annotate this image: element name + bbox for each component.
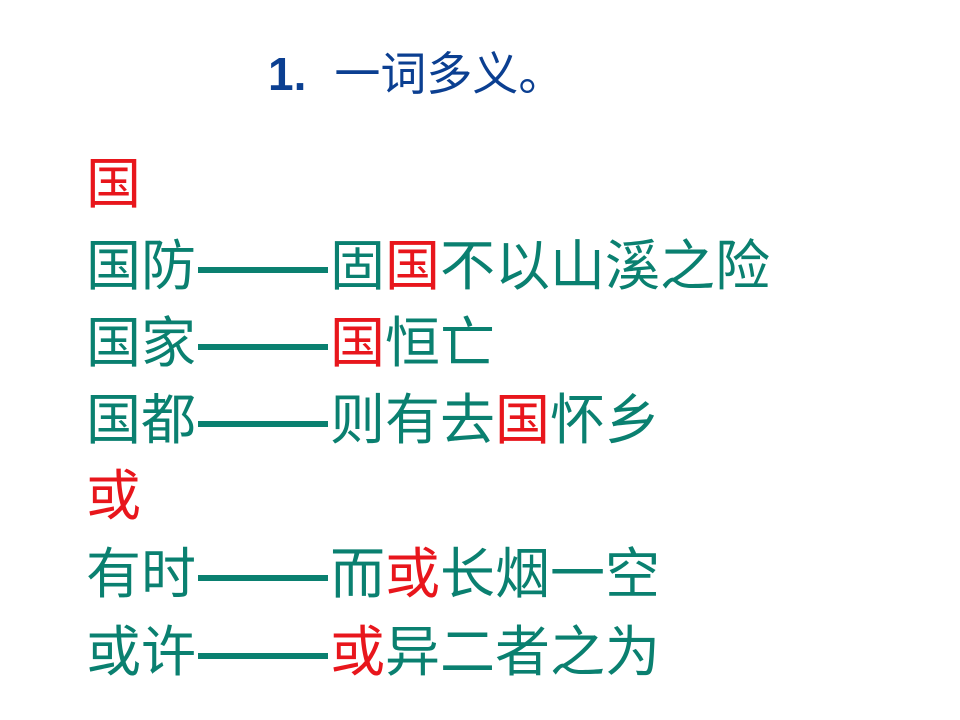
dash-separator [198, 266, 329, 273]
meaning-row: 有时 而或长烟一空 [86, 542, 660, 606]
meaning-label: 国防 [86, 234, 197, 298]
title-text: 一词多义。 [334, 47, 565, 101]
dash-separator [198, 652, 329, 659]
dash-separator [198, 574, 329, 581]
meaning-label: 国都 [86, 388, 197, 452]
slide-title: 1. 一词多义。 [268, 44, 564, 104]
example-post: 不以山溪之险 [440, 234, 771, 298]
dash-separator [198, 420, 329, 427]
example-keyword: 国 [330, 311, 386, 375]
meaning-row: 国防 固国不以山溪之险 [86, 234, 770, 298]
dash-separator [198, 343, 329, 350]
example-pre: 固 [330, 234, 386, 298]
entry-head-huo: 或 [86, 464, 142, 528]
example-pre: 则有去 [330, 388, 496, 452]
example-keyword: 国 [385, 234, 441, 298]
example-pre: 而 [330, 542, 386, 606]
example-post: 异二者之为 [385, 620, 661, 684]
title-number: 1. [268, 48, 307, 100]
example-keyword: 国 [495, 388, 551, 452]
example-post: 长烟一空 [440, 542, 661, 606]
meaning-label: 国家 [86, 311, 197, 375]
entry-head-guo: 国 [86, 152, 142, 216]
meaning-label: 有时 [86, 542, 197, 606]
example-keyword: 或 [385, 542, 441, 606]
example-keyword: 或 [330, 620, 386, 684]
meaning-row: 或许 或异二者之为 [86, 620, 660, 684]
meaning-row: 国都 则有去国怀乡 [86, 388, 660, 452]
meaning-label: 或许 [86, 620, 197, 684]
example-post: 怀乡 [550, 388, 661, 452]
meaning-row: 国家 国恒亡 [86, 311, 495, 375]
example-post: 恒亡 [385, 311, 496, 375]
